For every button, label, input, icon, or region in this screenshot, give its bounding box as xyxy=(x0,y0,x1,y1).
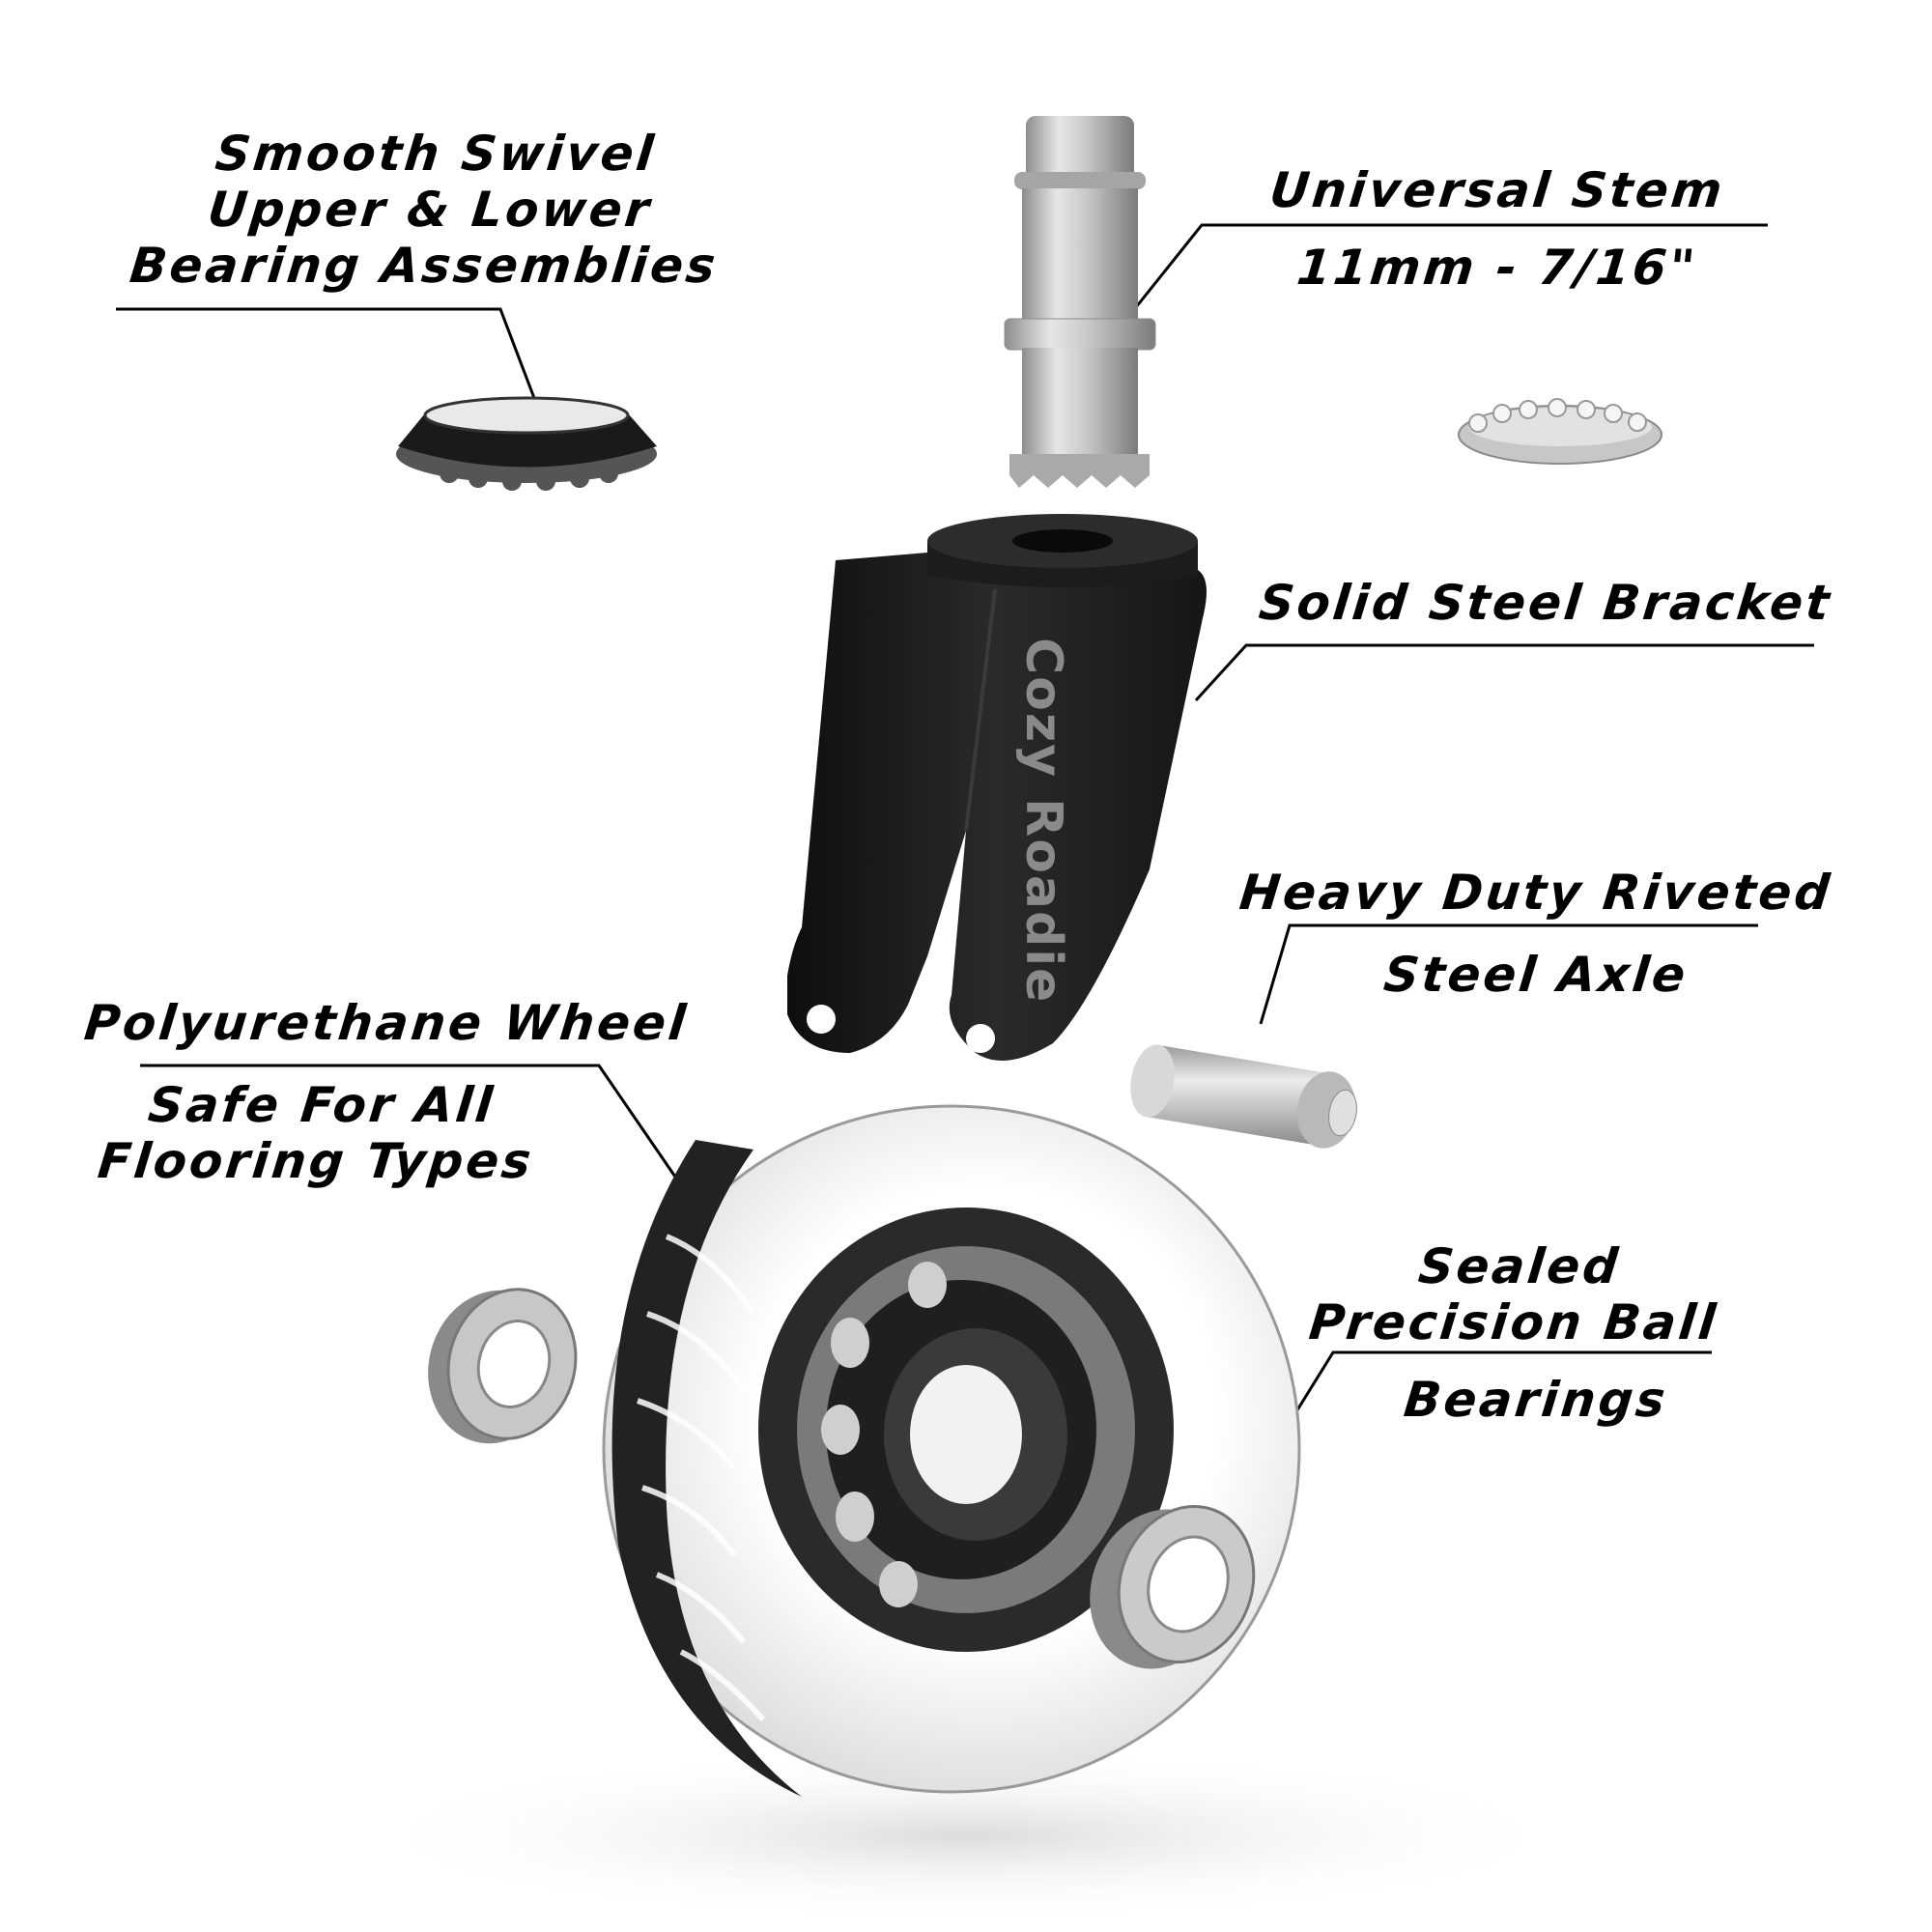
label-bracket: Solid Steel Bracket xyxy=(1256,575,1835,631)
label-bearings-line1: Sealed xyxy=(1415,1238,1624,1294)
leader-bracket xyxy=(1194,643,1814,702)
label-wheel-sub: Safe For All Flooring Types xyxy=(43,1077,595,1189)
label-swivel-line2: Upper & Lower xyxy=(205,182,655,238)
label-axle-title: Heavy Duty Riveted xyxy=(1236,865,1835,921)
label-swivel-line3: Bearing Assemblies xyxy=(127,238,722,294)
bearing-ring-upper xyxy=(396,396,657,491)
stem xyxy=(1004,116,1156,488)
label-stem-size: 11mm - 7/16" xyxy=(1293,240,1701,296)
leader-swivel xyxy=(116,307,539,407)
bearing-race-lower xyxy=(1458,398,1662,465)
leader-stem xyxy=(1126,223,1768,318)
label-bearings: Sealed Precision Ball xyxy=(1221,1238,1812,1350)
label-swivel: Smooth Swivel Upper & Lower Bearing Asse… xyxy=(83,126,777,294)
label-wheel-sub-line1: Safe For All xyxy=(145,1077,498,1133)
label-swivel-line1: Smooth Swivel xyxy=(213,126,659,182)
ball-bearing-left xyxy=(428,1288,578,1444)
label-wheel-title: Polyurethane Wheel xyxy=(81,995,692,1051)
label-bearings-line3: Bearings xyxy=(1401,1372,1671,1428)
wheel xyxy=(602,1104,1301,1797)
leader-axle xyxy=(1259,923,1758,1025)
label-bearings-line2: Precision Ball xyxy=(1306,1294,1721,1350)
floor-shadow xyxy=(338,1748,1594,1922)
label-stem-title: Universal Stem xyxy=(1266,162,1728,218)
label-axle-sub: Steel Axle xyxy=(1380,947,1691,1003)
label-wheel-sub-line2: Flooring Types xyxy=(95,1133,537,1189)
bracket xyxy=(787,514,1207,1061)
axle xyxy=(1130,1044,1357,1149)
brand-text: Cozy Roadie xyxy=(1014,638,1072,1005)
ball-bearing-right xyxy=(1090,1505,1256,1669)
leader-wheel xyxy=(140,1064,694,1202)
leader-lines xyxy=(116,223,1814,1506)
